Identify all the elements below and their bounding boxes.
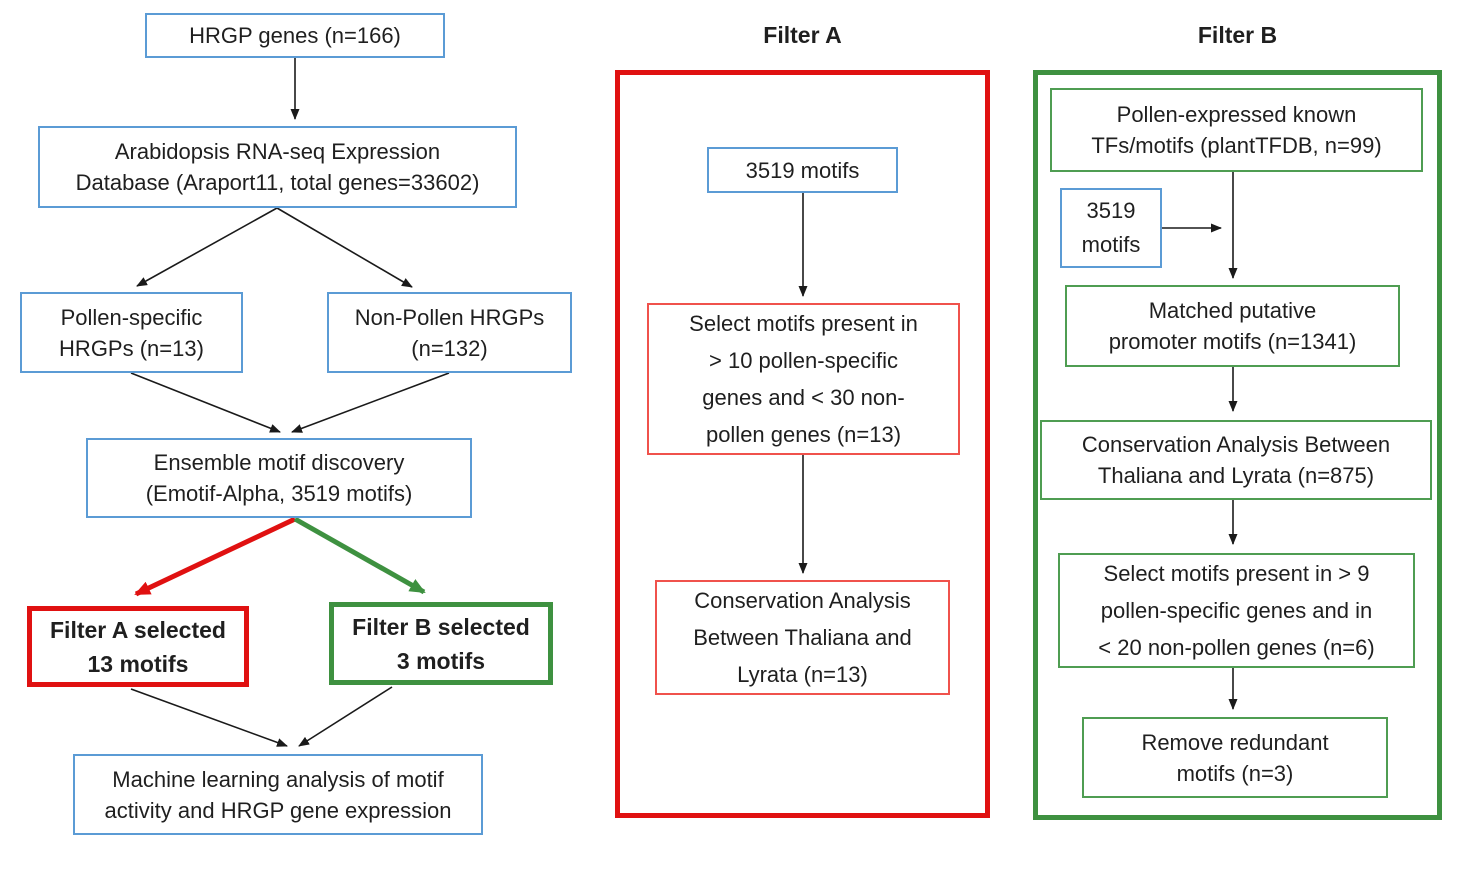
remove-redundant-motifs-box: Remove redundant motifs (n=3): [1082, 717, 1388, 798]
filter-a-3519-motifs-box: 3519 motifs: [707, 147, 898, 193]
text-line: promoter motifs (n=1341): [1108, 329, 1357, 354]
text-line: 13 motifs: [87, 650, 189, 677]
filter-b-container: [1033, 70, 1442, 820]
text-line: Arabidopsis RNA-seq Expression: [114, 139, 441, 164]
text-line: HRGP genes (n=166): [189, 23, 401, 48]
text-line: Select motifs present in > 9: [1103, 561, 1370, 586]
text-line: Non-Pollen HRGPs: [354, 304, 545, 330]
non-pollen-hrgps-box: Non-Pollen HRGPs (n=132): [327, 292, 572, 373]
arrow-pollen-specific-to-ensemble: [130, 372, 281, 433]
text-line: Pollen-specific: [60, 304, 203, 330]
rnaseq-database-box: Arabidopsis RNA-seq Expression Database …: [38, 126, 517, 208]
arrow-ensemble-to-filter-a: [134, 516, 297, 597]
text-line: Conservation Analysis Between: [1081, 432, 1391, 457]
filter-b-select-motifs-box: Select motifs present in > 9 pollen-spec…: [1058, 553, 1415, 668]
text-line: Select motifs present in: [689, 311, 918, 336]
arrow-filter-a-to-machine-learning: [130, 688, 288, 747]
text-line: > 10 pollen-specific: [709, 348, 898, 373]
text-line: motifs: [1081, 232, 1141, 257]
text-line: Filter B selected: [352, 613, 530, 640]
text-line: 3519 motifs: [745, 157, 860, 183]
text-line: activity and HRGP gene expression: [104, 797, 452, 823]
text-line: Between Thaliana and: [693, 625, 912, 650]
text-line: Machine learning analysis of motif: [112, 766, 444, 792]
text-line: TFs/motifs (plantTFDB, n=99): [1091, 133, 1382, 158]
filter-a-selected-box: Filter A selected 13 motifs: [27, 606, 249, 687]
filter-b-title: Filter B: [1197, 22, 1278, 48]
pollen-expressed-tfs-box: Pollen-expressed known TFs/motifs (plant…: [1050, 88, 1423, 172]
text-line: Pollen-expressed known: [1116, 102, 1357, 127]
text-line: Filter A selected: [50, 616, 226, 643]
arrow-non-pollen-to-ensemble: [291, 372, 450, 433]
text-line: pollen-specific genes and in: [1100, 598, 1373, 623]
ensemble-motif-discovery-box: Ensemble motif discovery (Emotif-Alpha, …: [86, 438, 472, 518]
text-line: motifs (n=3): [1176, 760, 1294, 786]
filter-a-conservation-box: Conservation Analysis Between Thaliana a…: [655, 580, 950, 695]
machine-learning-box: Machine learning analysis of motif activ…: [73, 754, 483, 835]
filter-a-select-motifs-box: Select motifs present in > 10 pollen-spe…: [647, 303, 960, 455]
filter-b-3519-motifs-box: 3519 motifs: [1060, 188, 1162, 268]
text-line: Thaliana and Lyrata (n=875): [1097, 463, 1375, 488]
text-line: Lyrata (n=13): [737, 662, 868, 687]
text-line: 3 motifs: [396, 647, 486, 674]
filter-a-title: Filter A: [763, 22, 842, 48]
text-line: Matched putative: [1148, 298, 1317, 323]
arrow-filter-b-to-machine-learning: [298, 686, 393, 747]
filter-a-container: [615, 70, 990, 818]
arrow-ensemble-to-filter-b: [293, 516, 426, 595]
text-line: Database (Araport11, total genes=33602): [75, 170, 480, 195]
text-line: Conservation Analysis: [694, 588, 911, 613]
text-line: (Emotif-Alpha, 3519 motifs): [145, 481, 413, 506]
text-line: 3519: [1086, 198, 1136, 223]
text-line: genes and < 30 non-: [702, 385, 905, 410]
pollen-specific-hrgps-box: Pollen-specific HRGPs (n=13): [20, 292, 243, 373]
text-line: HRGPs (n=13): [59, 335, 204, 361]
text-line: Remove redundant: [1141, 729, 1329, 755]
hrgp-genes-box: HRGP genes (n=166): [145, 13, 445, 58]
matched-promoter-motifs-box: Matched putative promoter motifs (n=1341…: [1065, 285, 1400, 367]
text-line: < 20 non-pollen genes (n=6): [1098, 635, 1375, 660]
arrow-database-to-non-pollen: [276, 207, 413, 288]
text-line: (n=132): [411, 335, 488, 361]
text-line: pollen genes (n=13): [705, 422, 902, 447]
arrow-database-to-pollen-specific: [136, 207, 278, 287]
filter-b-selected-box: Filter B selected 3 motifs: [329, 602, 553, 685]
text-line: Ensemble motif discovery: [153, 450, 405, 475]
filter-b-conservation-box: Conservation Analysis Between Thaliana a…: [1040, 420, 1432, 500]
